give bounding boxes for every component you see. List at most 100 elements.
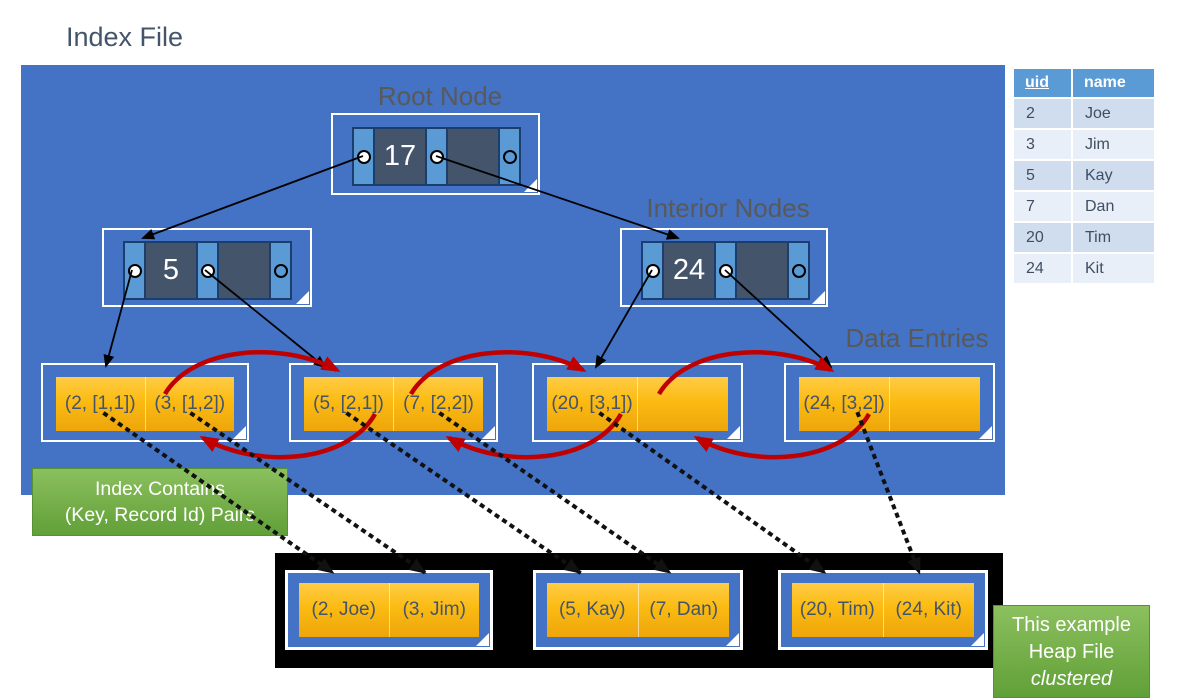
heap-page-3: (20, Tim) (24, Kit) xyxy=(778,570,988,650)
heap-file-callout: This example Heap File clustered xyxy=(993,605,1150,698)
name-cell: Tim xyxy=(1073,223,1154,252)
pointer-circle-icon xyxy=(718,263,733,278)
leaf-page-3: (20, [3,1]) xyxy=(532,363,743,442)
key-cell: 5 xyxy=(146,243,196,298)
interior-node-page-5: 5 xyxy=(102,228,312,307)
key-cell: 24 xyxy=(664,243,714,298)
data-entry: (5, [2,1]) xyxy=(313,393,384,414)
heap-page-1: (2, Joe) (3, Jim) xyxy=(285,570,493,650)
root-node: 17 xyxy=(352,127,521,186)
interior-node-24: 24 xyxy=(641,241,810,300)
name-cell: Dan xyxy=(1073,192,1154,221)
data-entry-row: (2, [1,1]) (3, [1,2]) xyxy=(56,377,234,431)
pointer-cell xyxy=(198,243,217,298)
data-entry-row: (24, [3,2]) xyxy=(799,377,980,431)
uid-cell: 2 xyxy=(1014,99,1071,128)
pointer-circle-icon xyxy=(273,263,288,278)
data-entry: (20, [3,1]) xyxy=(551,393,633,414)
callout-line: This example xyxy=(1012,614,1131,636)
root-node-page: 17 xyxy=(331,113,540,195)
data-entry: (3, [1,2]) xyxy=(144,377,235,431)
uid-cell: 7 xyxy=(1014,192,1071,221)
name-cell: Joe xyxy=(1073,99,1154,128)
table-header-row: uid name xyxy=(1014,69,1154,97)
leaf-page-1: (2, [1,1]) (3, [1,2]) xyxy=(41,363,249,442)
uid-name-table: uid name 2 Joe 3 Jim 5 Kay 7 Dan 20 Tim … xyxy=(1012,67,1156,285)
interior-nodes-label: Interior Nodes xyxy=(646,193,810,223)
table-row: 5 Kay xyxy=(1014,161,1154,190)
key-cell: 17 xyxy=(375,129,425,184)
pointer-cell xyxy=(354,129,373,184)
uid-cell: 5 xyxy=(1014,161,1071,190)
page-fold-icon xyxy=(296,291,309,304)
record: (7, Dan) xyxy=(637,583,730,637)
table-row: 2 Joe xyxy=(1014,99,1154,128)
page-fold-icon xyxy=(524,179,537,192)
pointer-cell xyxy=(125,243,144,298)
key-cell-empty xyxy=(737,243,787,298)
page-fold-icon xyxy=(476,633,489,646)
record: (20, Tim) xyxy=(799,599,875,620)
pointer-circle-icon xyxy=(645,263,660,278)
data-entries-label: Data Entries xyxy=(845,323,989,353)
data-entry-empty xyxy=(637,377,728,431)
pointer-cell xyxy=(789,243,808,298)
leaf-page-2: (5, [2,1]) (7, [2,2]) xyxy=(289,363,498,442)
leaf-page-4: (24, [3,2]) xyxy=(784,363,995,442)
record: (5, Kay) xyxy=(558,599,626,620)
record: (2, Joe) xyxy=(311,599,376,620)
data-entry: (24, [3,2]) xyxy=(803,393,885,414)
data-entry-row: (5, [2,1]) (7, [2,2]) xyxy=(304,377,483,431)
pointer-cell xyxy=(500,129,519,184)
pointer-circle-icon xyxy=(127,263,142,278)
pointer-circle-icon xyxy=(791,263,806,278)
key-cell-empty xyxy=(219,243,269,298)
callout-line: Heap File xyxy=(1028,641,1115,663)
page-fold-icon xyxy=(979,426,992,439)
name-column-header: name xyxy=(1073,69,1154,97)
callout-line: Index Contains xyxy=(94,478,226,500)
name-cell: Jim xyxy=(1073,130,1154,159)
page-fold-icon xyxy=(482,426,495,439)
index-contains-callout: Index Contains (Key, Record Id) Pairs xyxy=(32,468,288,536)
interior-node-page-24: 24 xyxy=(620,228,828,307)
pointer-circle-icon xyxy=(502,149,517,164)
heap-page-2: (5, Kay) (7, Dan) xyxy=(533,570,743,650)
pointer-cell xyxy=(716,243,735,298)
uid-cell: 3 xyxy=(1014,130,1071,159)
data-entry: (2, [1,1]) xyxy=(64,393,136,414)
pointer-cell xyxy=(271,243,290,298)
callout-line: (Key, Record Id) Pairs xyxy=(64,504,256,526)
record: (24, Kit) xyxy=(882,583,975,637)
page-fold-icon xyxy=(727,426,740,439)
callout-line: clustered xyxy=(1030,668,1113,690)
data-entry-row: (20, [3,1]) xyxy=(547,377,728,431)
key-cell-empty xyxy=(448,129,498,184)
data-entry-empty xyxy=(889,377,980,431)
table-row: 24 Kit xyxy=(1014,254,1154,283)
page-title: Index File xyxy=(66,22,184,52)
record-row: (20, Tim) (24, Kit) xyxy=(792,583,974,637)
name-cell: Kit xyxy=(1073,254,1154,283)
record-row: (5, Kay) (7, Dan) xyxy=(547,583,729,637)
pointer-cell xyxy=(427,129,446,184)
uid-column-header: uid xyxy=(1014,69,1071,97)
record-row: (2, Joe) (3, Jim) xyxy=(299,583,479,637)
uid-cell: 20 xyxy=(1014,223,1071,252)
pointer-circle-icon xyxy=(429,149,444,164)
record: (3, Jim) xyxy=(388,583,480,637)
table-row: 7 Dan xyxy=(1014,192,1154,221)
page-fold-icon xyxy=(971,633,984,646)
name-cell: Kay xyxy=(1073,161,1154,190)
uid-cell: 24 xyxy=(1014,254,1071,283)
pointer-circle-icon xyxy=(200,263,215,278)
pointer-circle-icon xyxy=(356,149,371,164)
interior-node-5: 5 xyxy=(123,241,292,300)
data-entry: (7, [2,2]) xyxy=(393,377,483,431)
table-row: 3 Jim xyxy=(1014,130,1154,159)
page-fold-icon xyxy=(233,426,246,439)
pointer-cell xyxy=(643,243,662,298)
page-fold-icon xyxy=(726,633,739,646)
table-row: 20 Tim xyxy=(1014,223,1154,252)
